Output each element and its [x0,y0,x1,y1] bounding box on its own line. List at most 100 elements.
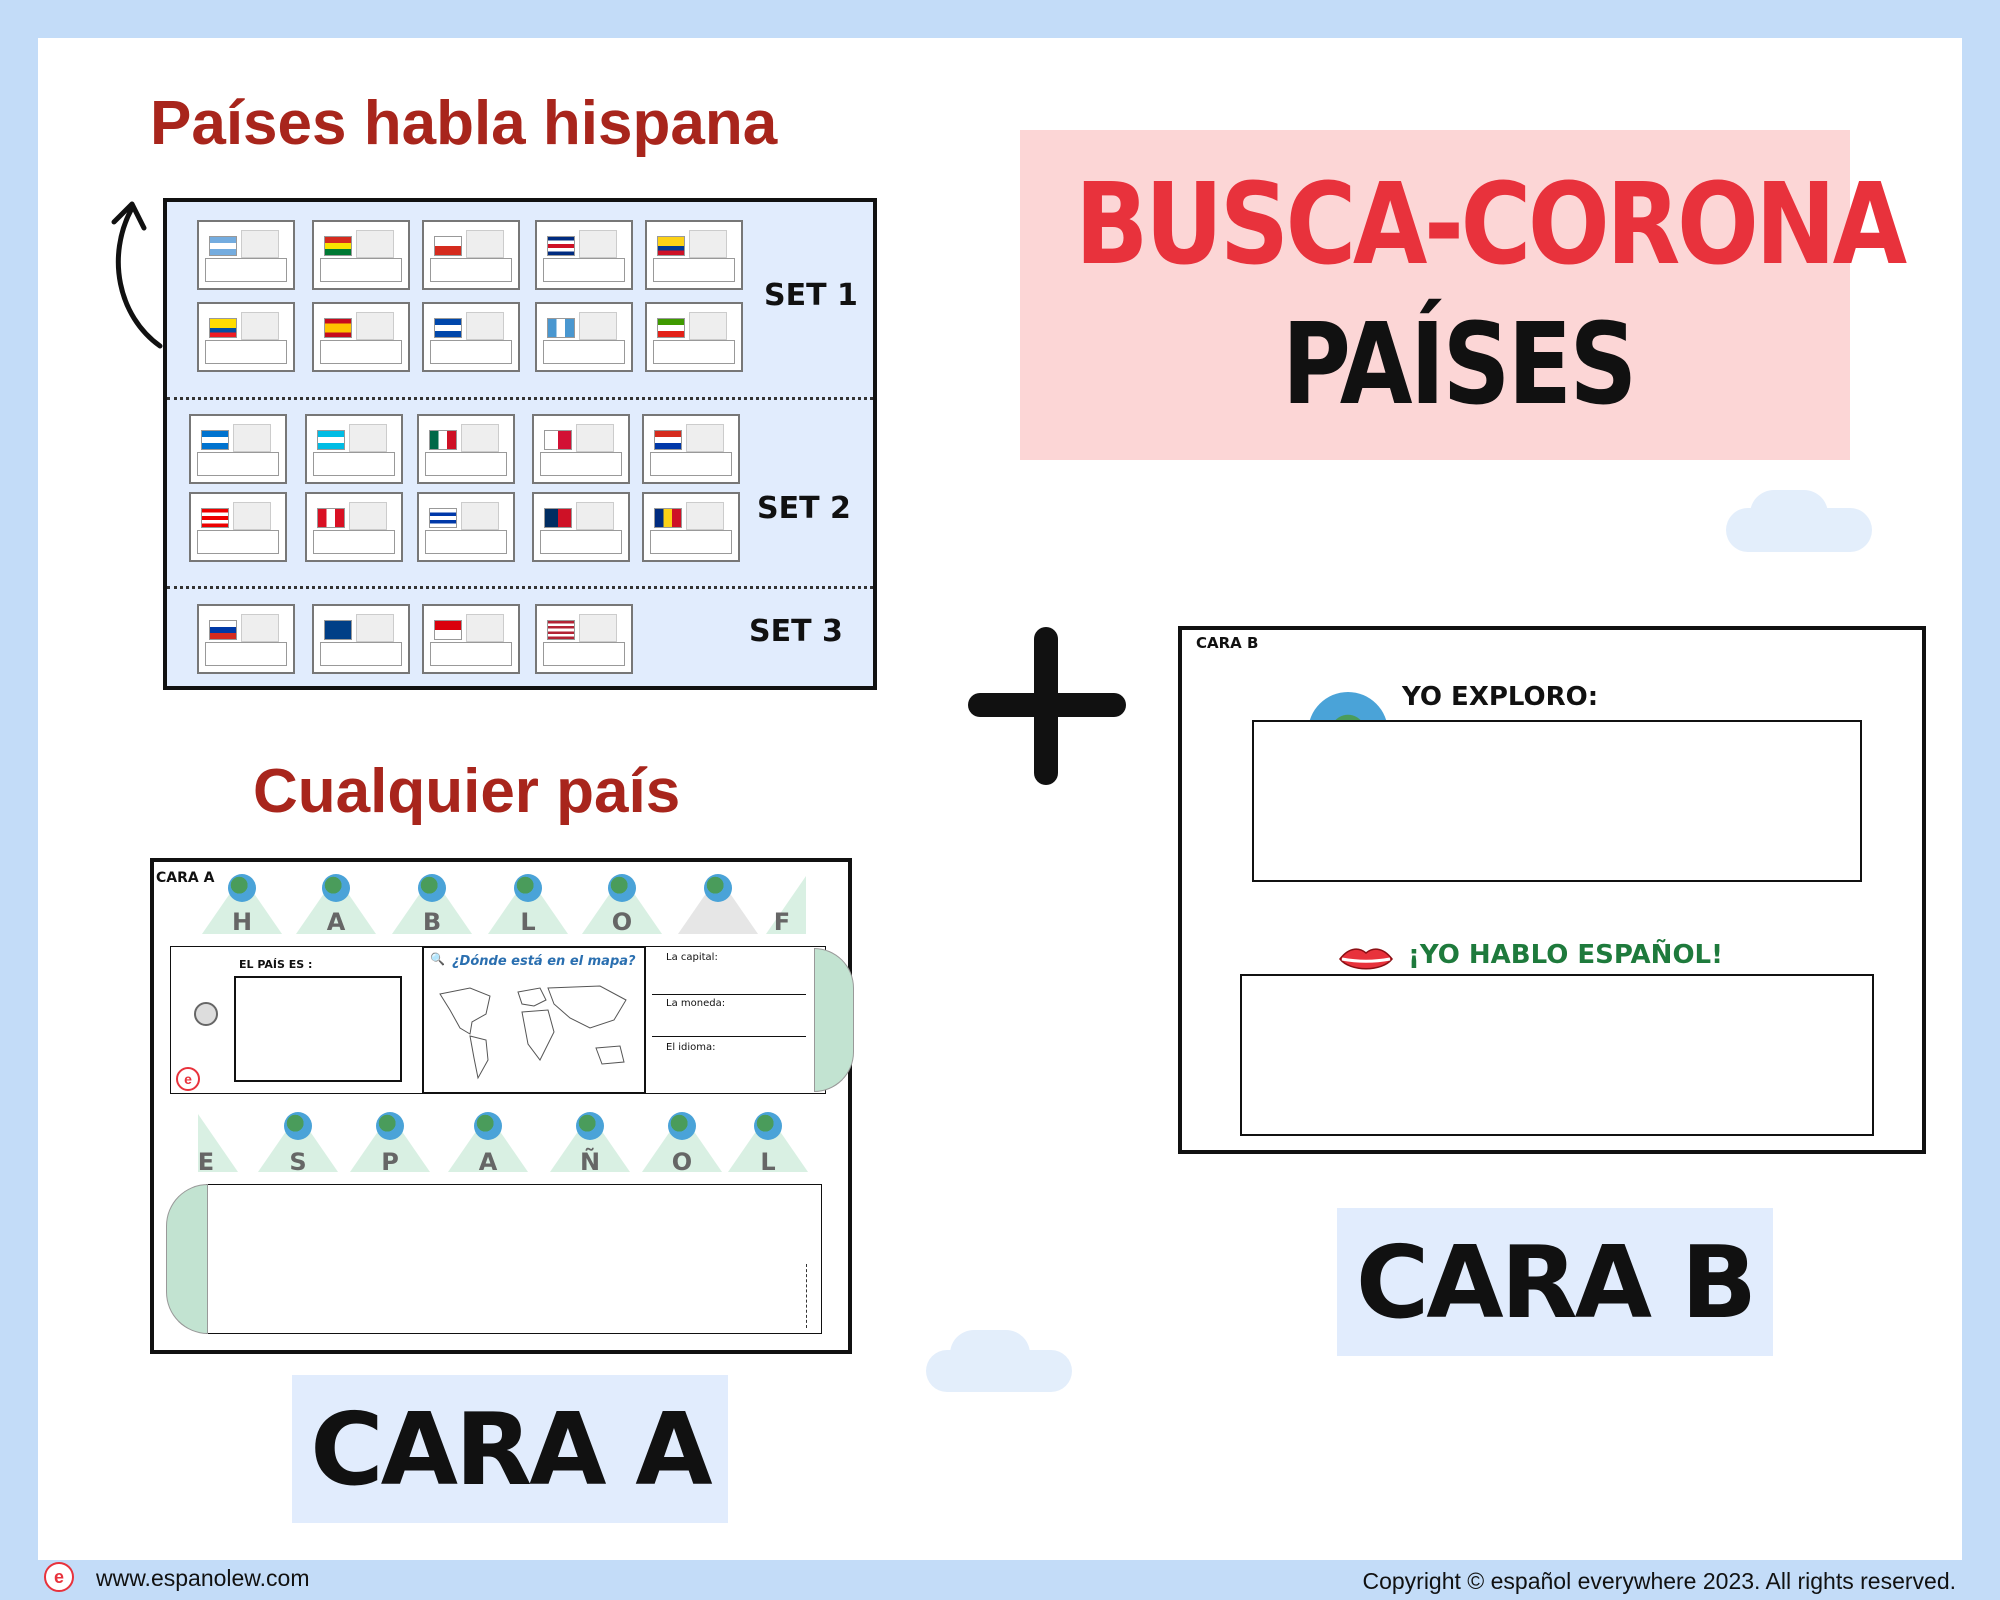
crown-letter: O [611,908,633,936]
country-thumbnail [535,220,633,290]
globe-icon [668,1112,696,1140]
country-thumbnail [189,414,287,484]
crown-letter: Ñ [579,1148,601,1176]
hole-punch [194,1002,218,1026]
country-thumbnail [645,220,743,290]
globe-icon [228,874,256,902]
facts-column: La capital: La moneda: El idioma: [650,946,810,1094]
el-pais-es-label: EL PAÍS ES : [239,958,313,971]
crown-letter: A [326,908,346,936]
cara-a-tag: CARA A [156,870,215,886]
country-thumbnail [422,604,520,674]
bottom-band [206,1184,822,1334]
globe-icon [322,874,350,902]
country-thumbnail [535,604,633,674]
set-2-label: SET 2 [757,491,851,526]
capital-label: La capital: [666,952,718,963]
cara-b-sheet: CARA B YO EXPLORO: ¡YO HABLO ESPAÑOL! [1178,626,1926,1154]
cara-b-tag: CARA B [1196,634,1259,652]
yo-exploro-label: YO EXPLORO: [1402,682,1599,712]
cara-a-label: CARA A [310,1390,712,1508]
country-thumbnail [312,302,410,372]
heading-cualquier-pais: Cualquier país [253,757,681,826]
cloud-decoration [1750,490,1828,538]
crown-letter: S [289,1148,307,1176]
crown-letter: E [197,1148,215,1176]
cut-line [806,1264,807,1328]
globe-icon [608,874,636,902]
yo-hablo-box [1240,974,1874,1136]
title-box: BUSCA-CORONA PAÍSES [1020,130,1907,460]
country-thumbnail [422,302,520,372]
globe-icon [754,1112,782,1140]
crown-letter: H [231,908,253,936]
footer-website[interactable]: www.espanolew.com [96,1565,310,1591]
crown-point [766,876,806,934]
idioma-label: El idioma: [666,1042,716,1053]
country-thumbnail [645,302,743,372]
world-map-icon [439,985,627,1080]
crown-letter: L [760,1148,776,1176]
set-1-label: SET 1 [764,278,858,313]
yo-exploro-box [1252,720,1862,882]
sets-panel: SET 1 SET 2 SET 3 [163,198,877,690]
country-thumbnail [312,220,410,290]
country-thumbnail [197,604,295,674]
el-pais-es-box [234,976,402,1082]
set-3-label: SET 3 [749,614,843,649]
country-thumbnail [305,492,403,562]
title-paises: PAÍSES [1282,300,1637,430]
set-1-row: SET 1 [167,202,873,397]
country-thumbnail [532,414,630,484]
globe-icon [704,874,732,902]
country-thumbnail [189,492,287,562]
donde-esta-label: ¿Dónde está en el mapa? [452,954,636,969]
plus-icon [968,627,1126,785]
title-busca-corona: BUSCA-CORONA [1075,160,1907,290]
espanolew-logo-icon: e [176,1067,200,1091]
footer-copyright: Copyright © español everywhere 2023. All… [1362,1568,1956,1594]
set-divider [167,586,873,589]
country-thumbnail [642,492,740,562]
cara-a-sheet: CARA A H A B L O F EL PAÍS ES : e 🔍 ¿Dón… [150,858,854,1354]
band-tab [166,1184,208,1334]
globe-icon [284,1112,312,1140]
fact-divider [652,994,806,995]
moneda-label: La moneda: [666,998,726,1009]
set-2-row: SET 2 [167,400,873,590]
lips-icon [1339,948,1393,970]
yo-hablo-label: ¡YO HABLO ESPAÑOL! [1408,940,1723,970]
espanolew-logo-icon: e [44,1562,74,1592]
globe-icon [474,1112,502,1140]
globe-icon [376,1112,404,1140]
country-thumbnail [312,604,410,674]
crown-letter: L [520,908,536,936]
curved-arrow-icon [111,201,163,349]
cloud-decoration [950,1330,1030,1378]
country-thumbnail [417,414,515,484]
country-thumbnail [642,414,740,484]
heading-paises-habla-hispana: Países habla hispana [150,89,778,158]
globe-icon [576,1112,604,1140]
cara-b-label-box: CARA B [1337,1208,1773,1356]
magnifier-icon: 🔍 [430,952,445,966]
crown-point [198,1114,238,1172]
crown-letter: B [422,908,442,936]
country-thumbnail [197,220,295,290]
globe-icon [418,874,446,902]
country-thumbnail [305,414,403,484]
worksheet-preview-card: Países habla hispana SET 1 [38,38,1962,1560]
set-3-row: SET 3 [167,590,873,686]
country-thumbnail [197,302,295,372]
band-tab [814,948,854,1092]
set-divider [167,397,873,400]
crown-letter: A [478,1148,498,1176]
country-thumbnail [535,302,633,372]
cara-b-label: CARA B [1355,1223,1757,1341]
crown-letter: O [671,1148,693,1176]
country-thumbnail [532,492,630,562]
fact-divider [652,1036,806,1037]
country-thumbnail [422,220,520,290]
crown-letter: P [381,1148,399,1176]
country-thumbnail [417,492,515,562]
